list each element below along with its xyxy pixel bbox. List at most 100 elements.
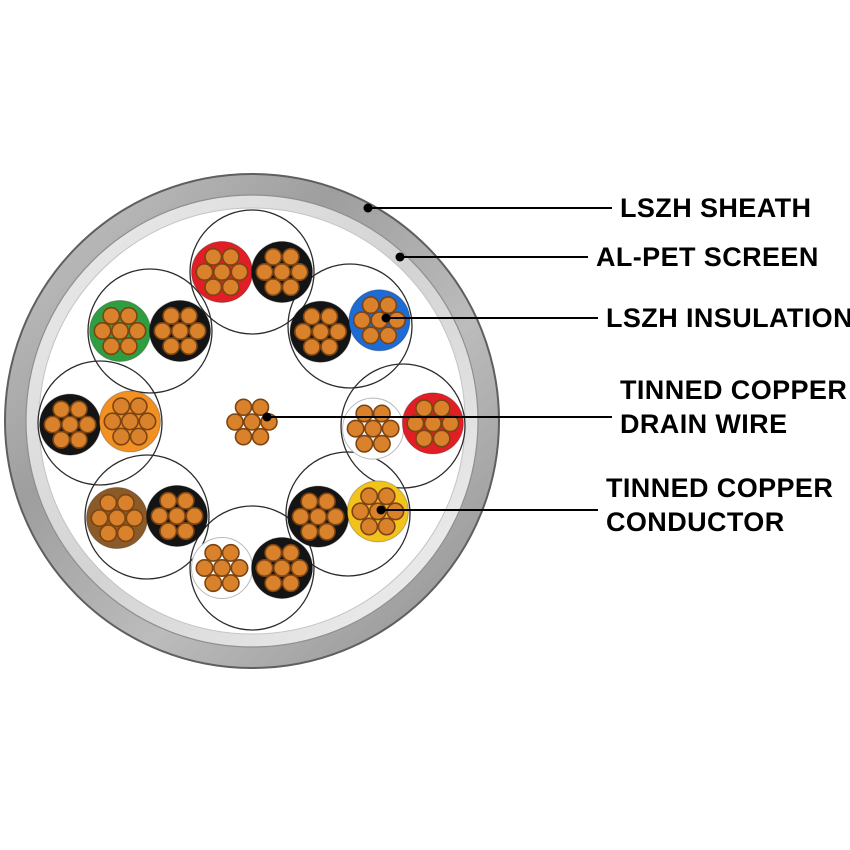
copper-conductor bbox=[423, 414, 442, 433]
copper-conductor bbox=[309, 507, 328, 526]
copper-conductor bbox=[361, 326, 380, 345]
copper-conductor bbox=[377, 487, 396, 506]
callout-screen: AL-PET SCREEN bbox=[395, 242, 818, 272]
copper-conductor bbox=[346, 419, 365, 438]
copper-conductor bbox=[78, 415, 97, 434]
copper-conductor bbox=[204, 278, 223, 297]
pair-white-black bbox=[191, 537, 313, 599]
copper-conductor bbox=[188, 321, 207, 340]
copper-conductor bbox=[159, 522, 178, 541]
label-drain-wire-line1: TINNED COPPER bbox=[620, 375, 847, 405]
drain-wire-leader-dot bbox=[262, 412, 272, 422]
copper-conductor bbox=[204, 543, 223, 562]
pair-brown-black-outline bbox=[84, 454, 210, 580]
label-drain-wire-line2: DRAIN WIRE bbox=[620, 409, 788, 439]
copper-conductor bbox=[432, 429, 451, 448]
copper-conductor bbox=[226, 413, 244, 431]
copper-conductor bbox=[234, 398, 253, 417]
copper-conductor bbox=[372, 404, 391, 423]
copper-conductor bbox=[221, 574, 240, 593]
pair-black-blue bbox=[289, 289, 411, 363]
copper-conductor bbox=[221, 278, 240, 297]
copper-conductor bbox=[102, 306, 121, 325]
copper-conductor bbox=[294, 322, 313, 341]
copper-conductor bbox=[120, 412, 139, 431]
label-conductor-line2: CONDUCTOR bbox=[606, 507, 785, 537]
conductor-leader-dot bbox=[376, 505, 386, 515]
copper-conductor bbox=[119, 306, 138, 325]
copper-conductor bbox=[302, 307, 321, 326]
copper-conductor bbox=[162, 337, 181, 356]
copper-conductor bbox=[185, 506, 204, 525]
cable-body bbox=[4, 173, 500, 669]
copper-conductor bbox=[61, 415, 80, 434]
pair-brown-black bbox=[86, 484, 208, 550]
copper-conductor bbox=[195, 262, 214, 281]
copper-conductor bbox=[112, 397, 131, 416]
copper-conductor bbox=[43, 415, 62, 434]
copper-conductor bbox=[386, 502, 405, 521]
copper-conductor bbox=[379, 326, 398, 345]
copper-conductor bbox=[99, 524, 118, 543]
copper-conductor bbox=[125, 509, 144, 528]
copper-conductor bbox=[381, 419, 400, 438]
pair-white-red-outline bbox=[340, 363, 466, 489]
copper-conductor bbox=[441, 414, 460, 433]
copper-conductor bbox=[372, 434, 391, 453]
copper-conductor bbox=[360, 487, 379, 506]
pair-white-black-outline bbox=[189, 505, 315, 631]
copper-conductor bbox=[230, 558, 249, 577]
copper-conductor bbox=[264, 574, 283, 593]
copper-conductor bbox=[255, 558, 274, 577]
copper-conductor bbox=[387, 311, 406, 330]
copper-conductor bbox=[361, 296, 380, 315]
copper-conductor bbox=[93, 321, 112, 340]
copper-conductor bbox=[69, 430, 88, 449]
copper-conductor bbox=[360, 517, 379, 536]
copper-conductor bbox=[311, 322, 330, 341]
copper-conductor bbox=[129, 427, 148, 446]
copper-conductor bbox=[108, 509, 127, 528]
label-lszh-insulation: LSZH INSULATION bbox=[606, 303, 850, 333]
copper-conductor bbox=[119, 337, 138, 356]
copper-conductor bbox=[129, 397, 148, 416]
copper-conductor bbox=[99, 493, 118, 512]
copper-conductor bbox=[317, 492, 336, 511]
copper-conductor bbox=[230, 262, 249, 281]
sheath-leader-dot bbox=[363, 203, 373, 213]
label-conductor-line1: TINNED COPPER bbox=[606, 473, 833, 503]
copper-conductor bbox=[176, 491, 195, 510]
copper-conductor bbox=[300, 492, 319, 511]
copper-conductor bbox=[103, 412, 122, 431]
copper-conductor bbox=[320, 307, 339, 326]
copper-conductor bbox=[379, 296, 398, 315]
screen-leader-dot bbox=[395, 252, 405, 262]
copper-conductor bbox=[171, 321, 190, 340]
copper-conductor bbox=[272, 558, 291, 577]
copper-conductor bbox=[351, 502, 370, 521]
copper-conductor bbox=[272, 262, 291, 281]
copper-conductor bbox=[128, 321, 147, 340]
copper-conductor bbox=[221, 543, 240, 562]
copper-conductor bbox=[167, 506, 186, 525]
copper-conductor bbox=[415, 429, 434, 448]
copper-conductor bbox=[251, 398, 270, 417]
copper-conductor bbox=[195, 558, 214, 577]
copper-conductor bbox=[432, 399, 451, 418]
copper-conductor bbox=[290, 262, 309, 281]
copper-conductor bbox=[406, 414, 425, 433]
copper-conductor bbox=[153, 321, 172, 340]
copper-conductor bbox=[90, 509, 109, 528]
copper-conductor bbox=[355, 404, 374, 423]
copper-conductor bbox=[179, 337, 198, 356]
copper-conductor bbox=[52, 400, 71, 419]
copper-conductor bbox=[264, 543, 283, 562]
pair-black-orange bbox=[39, 390, 161, 456]
copper-conductor bbox=[317, 522, 336, 541]
pair-black-orange-outline bbox=[37, 360, 163, 486]
copper-conductor bbox=[213, 558, 232, 577]
copper-conductor bbox=[415, 399, 434, 418]
copper-conductor bbox=[162, 306, 181, 325]
copper-conductor bbox=[329, 322, 348, 341]
copper-conductor bbox=[264, 278, 283, 297]
